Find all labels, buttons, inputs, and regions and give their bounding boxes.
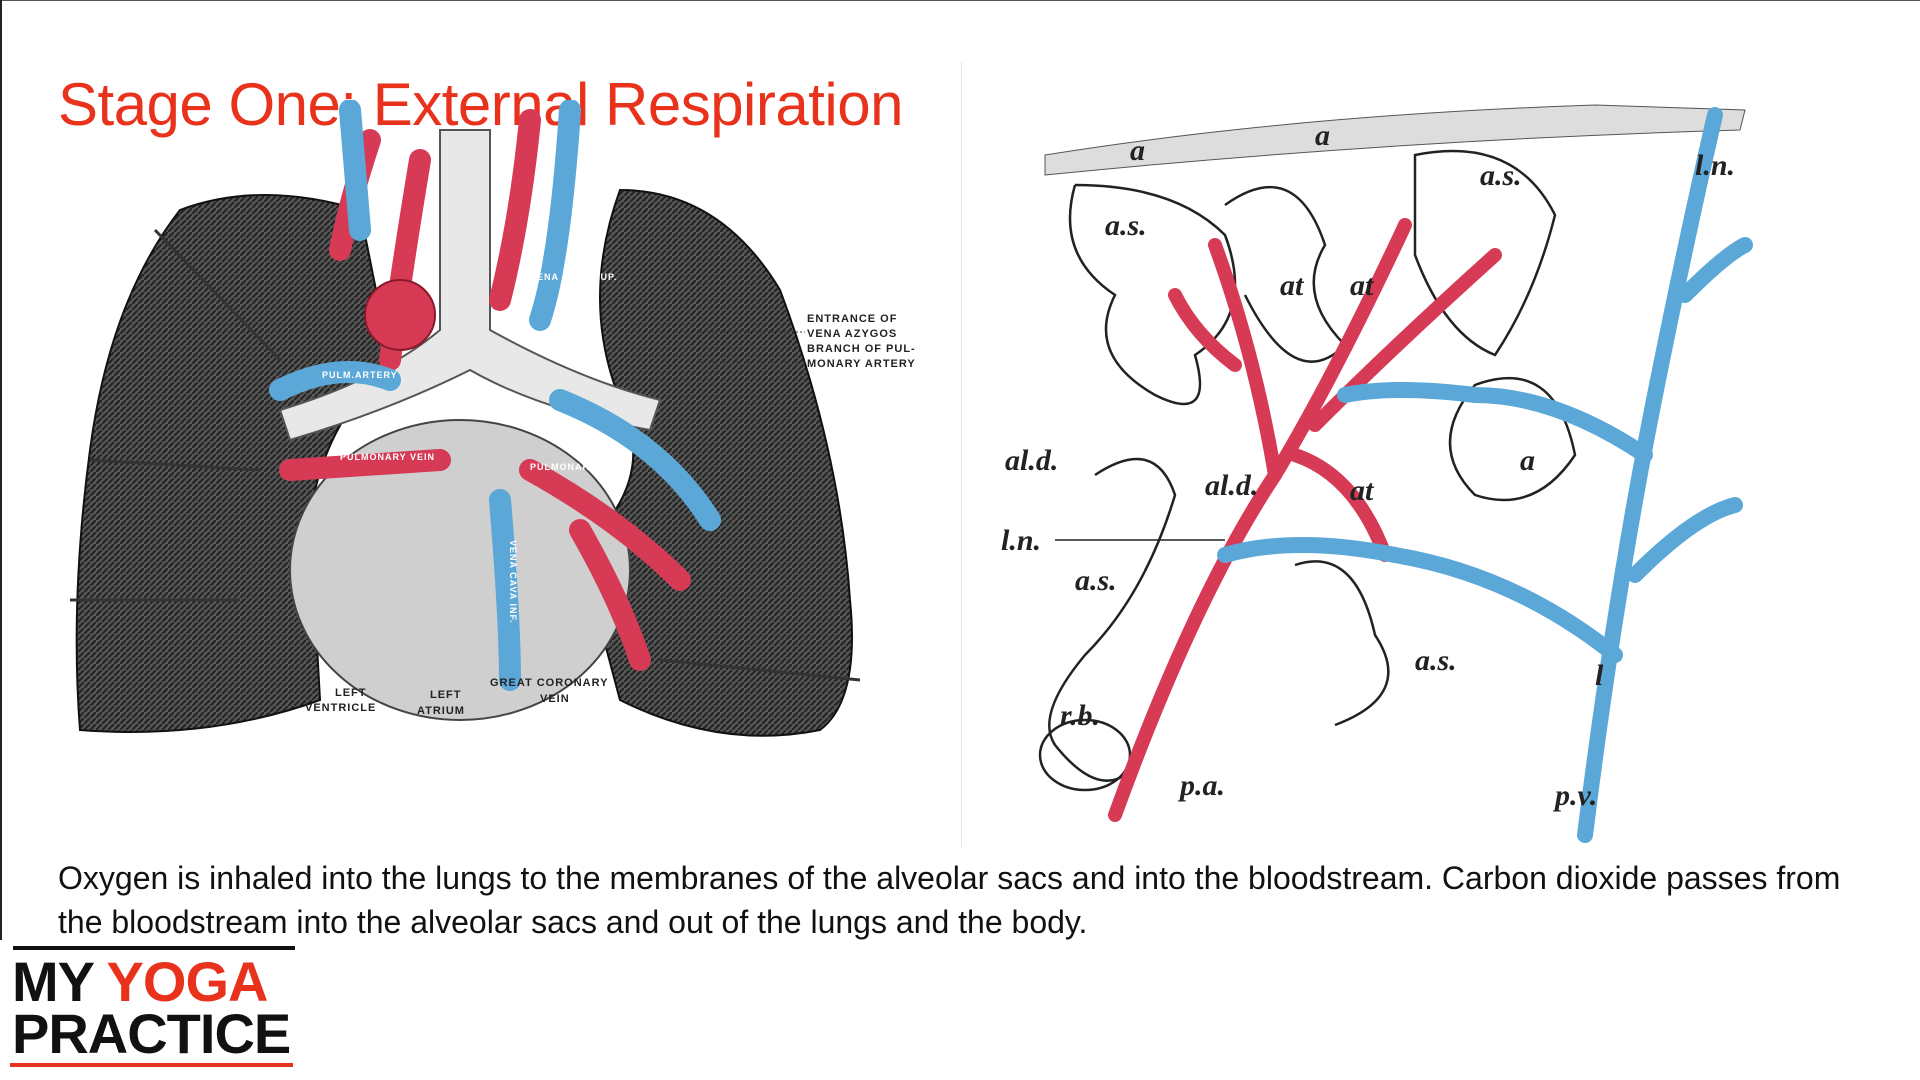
label-great-coronary: GREAT CORONARY (490, 677, 609, 689)
label-entrance: ENTRANCE OF (807, 313, 897, 325)
label-as: a.s. (1075, 564, 1117, 597)
pulmonary-venule (1217, 107, 1753, 843)
label-vena-cava-inf: VENA CAVA INF. (508, 540, 518, 624)
window-border-left (0, 0, 2, 940)
heart (289, 419, 631, 721)
alveolar-sacs (1048, 149, 1577, 782)
label-a: a (1315, 119, 1330, 152)
label-pv: p.v. (1552, 779, 1597, 812)
label-atrium: ATRIUM (417, 705, 465, 717)
bronchiole-opening (1038, 718, 1132, 792)
lung-heart-illustration: ENTRANCE OF VENA AZYGOS BRANCH OF PUL- M… (70, 100, 916, 737)
label-vena-azygos: VENA AZYGOS (807, 328, 897, 340)
aortic-arch (364, 279, 436, 351)
label-rb: r.b. (1060, 699, 1100, 732)
pleura (1044, 104, 1746, 176)
label-left-ventricle: LEFT (335, 687, 367, 699)
my-yoga-practice-logo: MY YOGA PRACTICE (10, 946, 300, 1068)
label-pulmonary-vein-left: PULMONARY VEIN (340, 452, 435, 462)
label-at: at (1350, 474, 1375, 507)
label-ald: al.d. (1005, 444, 1058, 477)
label-left-atrium: LEFT (430, 689, 462, 701)
label-pa: p.a. (1177, 769, 1225, 802)
trachea (278, 129, 662, 442)
veins (269, 100, 721, 691)
label-l: l (1595, 659, 1604, 692)
window-border-top (0, 0, 1920, 1)
label-vein: VEIN (540, 693, 570, 705)
label-branch: BRANCH OF PUL- (807, 343, 916, 355)
logo-bottom-bar (10, 1063, 293, 1067)
label-as: a.s. (1415, 644, 1457, 677)
logo-top-bar (13, 946, 295, 950)
slide-title: Stage One: External Respiration (58, 71, 903, 139)
slide-body-text: Oxygen is inhaled into the lungs to the … (58, 860, 1841, 940)
label-ald: al.d. (1205, 469, 1258, 502)
logo-word-practice: PRACTICE (12, 1002, 291, 1065)
label-as: a.s. (1480, 159, 1522, 192)
pulmonary-arteriole (1108, 218, 1502, 822)
logo-word-my: MY (12, 950, 94, 1013)
label-pulmonary-vein-right: PULMONARY VEIN (530, 462, 625, 472)
alveoli-illustration: a a a a.s. a.s. a.s. a.s. l.n. l.n. at a… (1001, 104, 1753, 843)
logo-word-yoga: YOGA (106, 950, 269, 1013)
label-as: a.s. (1105, 209, 1147, 242)
label-at: at (1280, 269, 1305, 302)
label-vena-cava-sup: VENA CAVA SUP. (530, 272, 617, 282)
label-a: a (1520, 444, 1535, 477)
label-pulmonary-artery: MONARY ARTERY (807, 358, 916, 370)
label-pulm-artery: PULM.ARTERY (322, 370, 398, 380)
column-divider (961, 62, 962, 847)
label-at: at (1350, 269, 1375, 302)
logo-line-1: MY YOGA (12, 950, 269, 1013)
label-a: a (1130, 134, 1145, 167)
pins (70, 228, 861, 682)
label-ventricle: VENTRICLE (305, 702, 376, 714)
label-ln: l.n. (1001, 524, 1041, 557)
label-ln: l.n. (1695, 149, 1735, 182)
